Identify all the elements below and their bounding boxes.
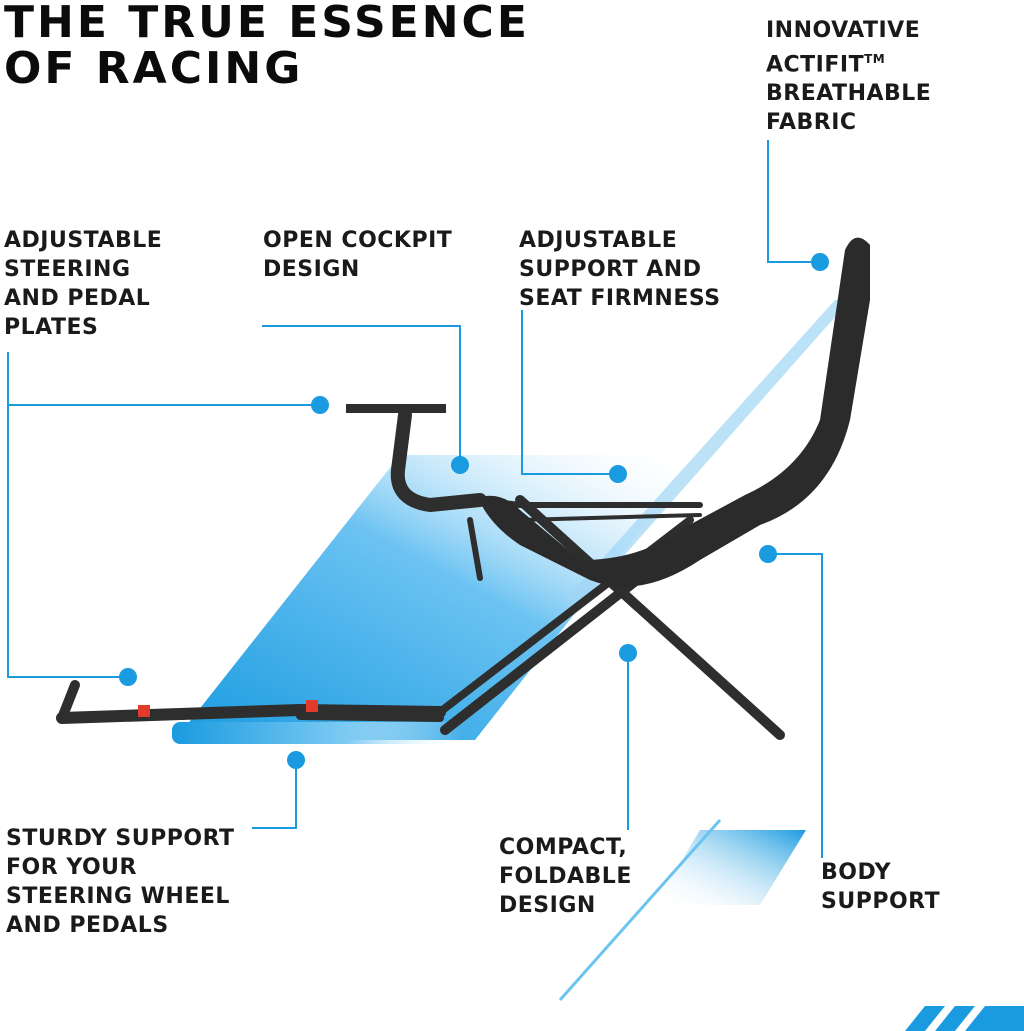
seat-shell — [478, 237, 870, 587]
accent-line-diagonal — [558, 819, 722, 1001]
feature-label-plates: ADJUSTABLE STEERING AND PEDAL PLATES — [4, 228, 163, 340]
corner-stripes — [905, 1006, 1024, 1031]
steering-plate — [346, 404, 446, 413]
feature-label-cockpit: OPEN COCKPIT DESIGN — [263, 228, 453, 282]
headline-line-1: THE TRUE ESSENCE — [4, 0, 530, 48]
feature-label-sturdy: STURDY SUPPORT FOR YOUR STEERING WHEEL A… — [6, 826, 235, 938]
feature-label-body: BODY SUPPORT — [821, 860, 941, 914]
accent-band-large — [175, 455, 700, 740]
callout-lines — [7, 140, 823, 858]
headline-line-2: OF RACING — [4, 43, 304, 94]
adjustment-clips — [138, 700, 318, 717]
feature-label-compact: COMPACT, FOLDABLE DESIGN — [499, 835, 632, 918]
accent-floor-strip — [172, 722, 462, 744]
feature-label-fabric: INNOVATIVE ACTIFITTM BREATHABLE FABRIC — [766, 18, 932, 136]
accent-band-thin — [565, 300, 850, 600]
feature-label-firmness: ADJUSTABLE SUPPORT AND SEAT FIRMNESS — [519, 228, 721, 311]
callout-dots — [119, 253, 829, 769]
headline: THE TRUE ESSENCE OF RACING — [4, 0, 530, 92]
